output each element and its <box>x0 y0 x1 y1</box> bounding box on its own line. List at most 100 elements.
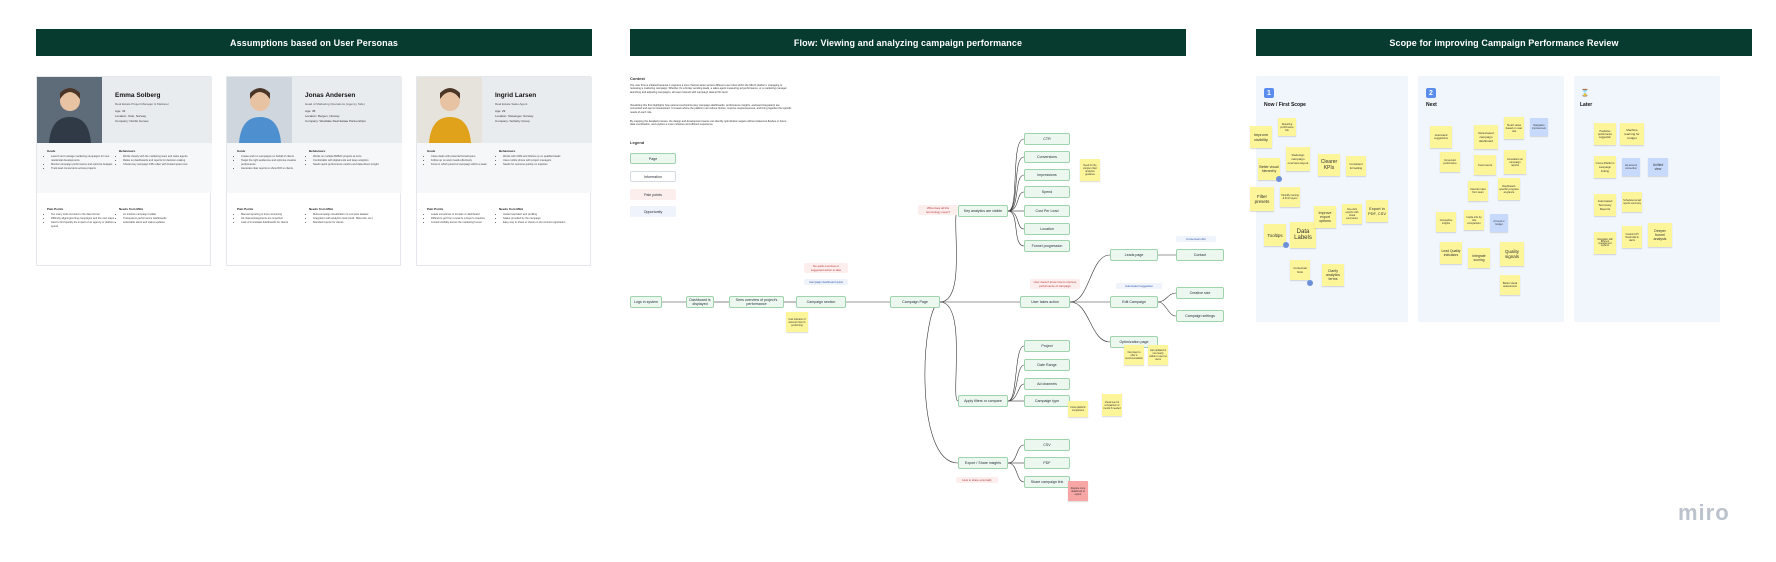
pain-point-item: Leads sometimes to formats or dashboard <box>431 213 501 217</box>
next-smart-views: Smart views based on user role <box>1504 117 1524 139</box>
node-key-analytics[interactable]: Key analytics are visible <box>958 205 1008 217</box>
now-number-icon: 1 <box>1264 88 1274 98</box>
persona-name: Jonas Andersen <box>305 92 356 99</box>
behaviour-item: Uses mobile phone with project managers <box>503 159 573 163</box>
miro-logo: miro <box>1678 500 1730 525</box>
persona-photo <box>37 77 102 143</box>
goals-heading: Goals <box>47 149 56 153</box>
need-item: Actionable alerts and status updates <box>123 221 193 225</box>
context-para-2: Visualizing this flow highlights how var… <box>630 104 792 114</box>
pain-points-list: Leads sometimes to formats or dashboardD… <box>427 213 501 225</box>
need-item: Branded reports for clients <box>313 221 383 225</box>
node-user-takes-action[interactable]: User takes action <box>1020 296 1070 308</box>
node-leads-page[interactable]: Leads page <box>1110 249 1158 261</box>
persona-name: Ingrid Larsen <box>495 92 537 99</box>
node-csv[interactable]: CSV <box>1024 439 1070 451</box>
later-machine: Machine learning for budget <box>1620 123 1644 145</box>
sticky-7: Require more details link to export <box>1068 481 1088 501</box>
now-vote-dot-2 <box>1283 242 1289 248</box>
pain-points-list: Too many tools involved in the data form… <box>47 213 121 229</box>
next-automated: Automated suggestions <box>1430 126 1452 148</box>
node-funnel[interactable]: Funnel progression <box>1024 240 1070 252</box>
pain-points-heading: Pain Points <box>47 207 64 211</box>
pain-tag-1: No quick overview or suggested action to… <box>804 263 848 273</box>
persona-age: Age: 32 <box>115 109 126 113</box>
behaviour-item: Checks key campaign KPIs often with limi… <box>123 163 193 167</box>
persona-photo <box>227 77 292 143</box>
now-clearer-kpis: Clearer KPIs <box>1318 154 1340 176</box>
context-title: Context <box>630 76 645 81</box>
sticky-3: Next step to offer a recommendation <box>1124 345 1144 365</box>
node-conversions[interactable]: Conversions <box>1024 151 1070 163</box>
persona-role: Real Estate Sales Agent <box>495 102 528 106</box>
persona-goals-area <box>227 143 402 193</box>
behaviours-list: Works closely with the marketing team an… <box>119 155 193 167</box>
later-cross-platform: Cross-Platform campaign linking <box>1594 156 1616 178</box>
sticky-5: Cross-platform comparison <box>1068 401 1088 417</box>
pain-point-item: Limited visibility across the marketing … <box>431 221 501 225</box>
node-campaign-settings[interactable]: Campaign settings <box>1176 310 1224 322</box>
persona-location: Location: Oslo, Norway <box>115 114 147 118</box>
node-date-range[interactable]: Date Range <box>1024 359 1070 371</box>
node-cost-per-lead[interactable]: Cost Per Lead <box>1024 205 1070 217</box>
node-impressions[interactable]: Impressions <box>1024 169 1070 181</box>
node-share-link[interactable]: Share campaign link <box>1024 476 1070 488</box>
now-improve-export: Improve export options <box>1314 206 1336 228</box>
behaviour-item: Works closely with the marketing team an… <box>123 155 193 159</box>
node-location[interactable]: Location <box>1024 223 1070 235</box>
node-login[interactable]: Logs in system <box>630 296 662 308</box>
pain-tag-4: How to share externally <box>956 477 998 483</box>
now-simplify: Simplify naming & form layers <box>1280 187 1300 207</box>
pain-point-item: Manual reporting is time-consuming <box>241 213 311 217</box>
scope-col-next <box>1418 76 1564 322</box>
later-custom: Custom KPI thresholds & alerts <box>1622 226 1642 248</box>
next-role-based: Role-based campaign dashboard <box>1474 125 1498 149</box>
node-apply-filters[interactable]: Apply filters or compare <box>958 395 1008 407</box>
goal-item: Close deals with potential homebuyers <box>431 155 501 159</box>
needs-list: Instant lead alert and profilingStatus p… <box>499 213 573 225</box>
now-clarify: Clarify analytics terms <box>1322 264 1344 286</box>
later-title: Later <box>1580 102 1593 108</box>
later-scheduled: Scheduled email reports summary <box>1622 192 1642 212</box>
now-data-labels: Data Labels <box>1290 222 1316 248</box>
needs-list: Multi-campaign visualization to compare … <box>309 213 383 225</box>
node-ctr[interactable]: CTR <box>1024 133 1070 145</box>
behaviour-item: Needs quick performance metrics and data… <box>313 163 383 167</box>
node-campaign-page[interactable]: Campaign Page <box>890 296 940 308</box>
persona-goals-area <box>37 143 212 193</box>
now-title: Now / First Scope <box>1264 102 1306 108</box>
pain-tag-2: What does all this terminology mean? <box>918 205 958 215</box>
persona-company: Company: Nordic Homes <box>115 119 149 123</box>
pain-point-item: Lack of immediate dashboards for clients <box>241 221 311 225</box>
persona-age: Age: 29 <box>495 109 506 113</box>
pain-point-item: Difficult to get from a lead to a buyer'… <box>431 217 501 221</box>
next-competitor: Competitive insights <box>1436 212 1456 232</box>
node-edit-campaign[interactable]: Edit Campaign <box>1110 296 1158 308</box>
node-overview[interactable]: Sees overview of project's performance <box>729 296 784 308</box>
goals-list: Create and run campaigns on behalf of cl… <box>237 155 311 171</box>
goal-item: Track lead conversions across projects <box>51 167 121 171</box>
persona-location: Location: Stavanger, Norway <box>495 114 534 118</box>
behaviour-item: Works on multiple B2B2C projects at once <box>313 155 383 159</box>
later-ad-account: Ad account connection <box>1622 158 1640 176</box>
now-better-visual: Better visual hierarchy <box>1258 158 1280 180</box>
node-pdf[interactable]: PDF <box>1024 457 1070 469</box>
node-spend[interactable]: Spend <box>1024 186 1070 198</box>
node-ad-channels[interactable]: Ad channels <box>1024 378 1070 390</box>
node-contact[interactable]: Contact <box>1176 249 1224 261</box>
pain-point-item: Difficulty aligning/sorting campaigns an… <box>51 217 121 221</box>
node-campaign-type[interactable]: Campaign type <box>1024 395 1070 407</box>
personas-banner: Assumptions based on User Personas <box>36 29 592 56</box>
goal-item: Target the right audiences and optimise … <box>241 159 311 167</box>
needs-heading: Needs from Miloi <box>499 207 524 211</box>
node-creative-size[interactable]: Creative size <box>1176 287 1224 299</box>
node-dashboard[interactable]: Dashboard is displayed <box>686 296 714 308</box>
sticky-1: Cost indicator of account how it's perfo… <box>786 312 808 332</box>
goals-heading: Goals <box>427 149 436 153</box>
node-campaign-section[interactable]: Campaign section <box>796 296 846 308</box>
node-project[interactable]: Project <box>1024 340 1070 352</box>
node-export[interactable]: Export / Share insights <box>958 457 1008 469</box>
persona-location: Location: Bergen, Norway <box>305 114 340 118</box>
goal-item: Create and run campaigns on behalf of cl… <box>241 155 311 159</box>
